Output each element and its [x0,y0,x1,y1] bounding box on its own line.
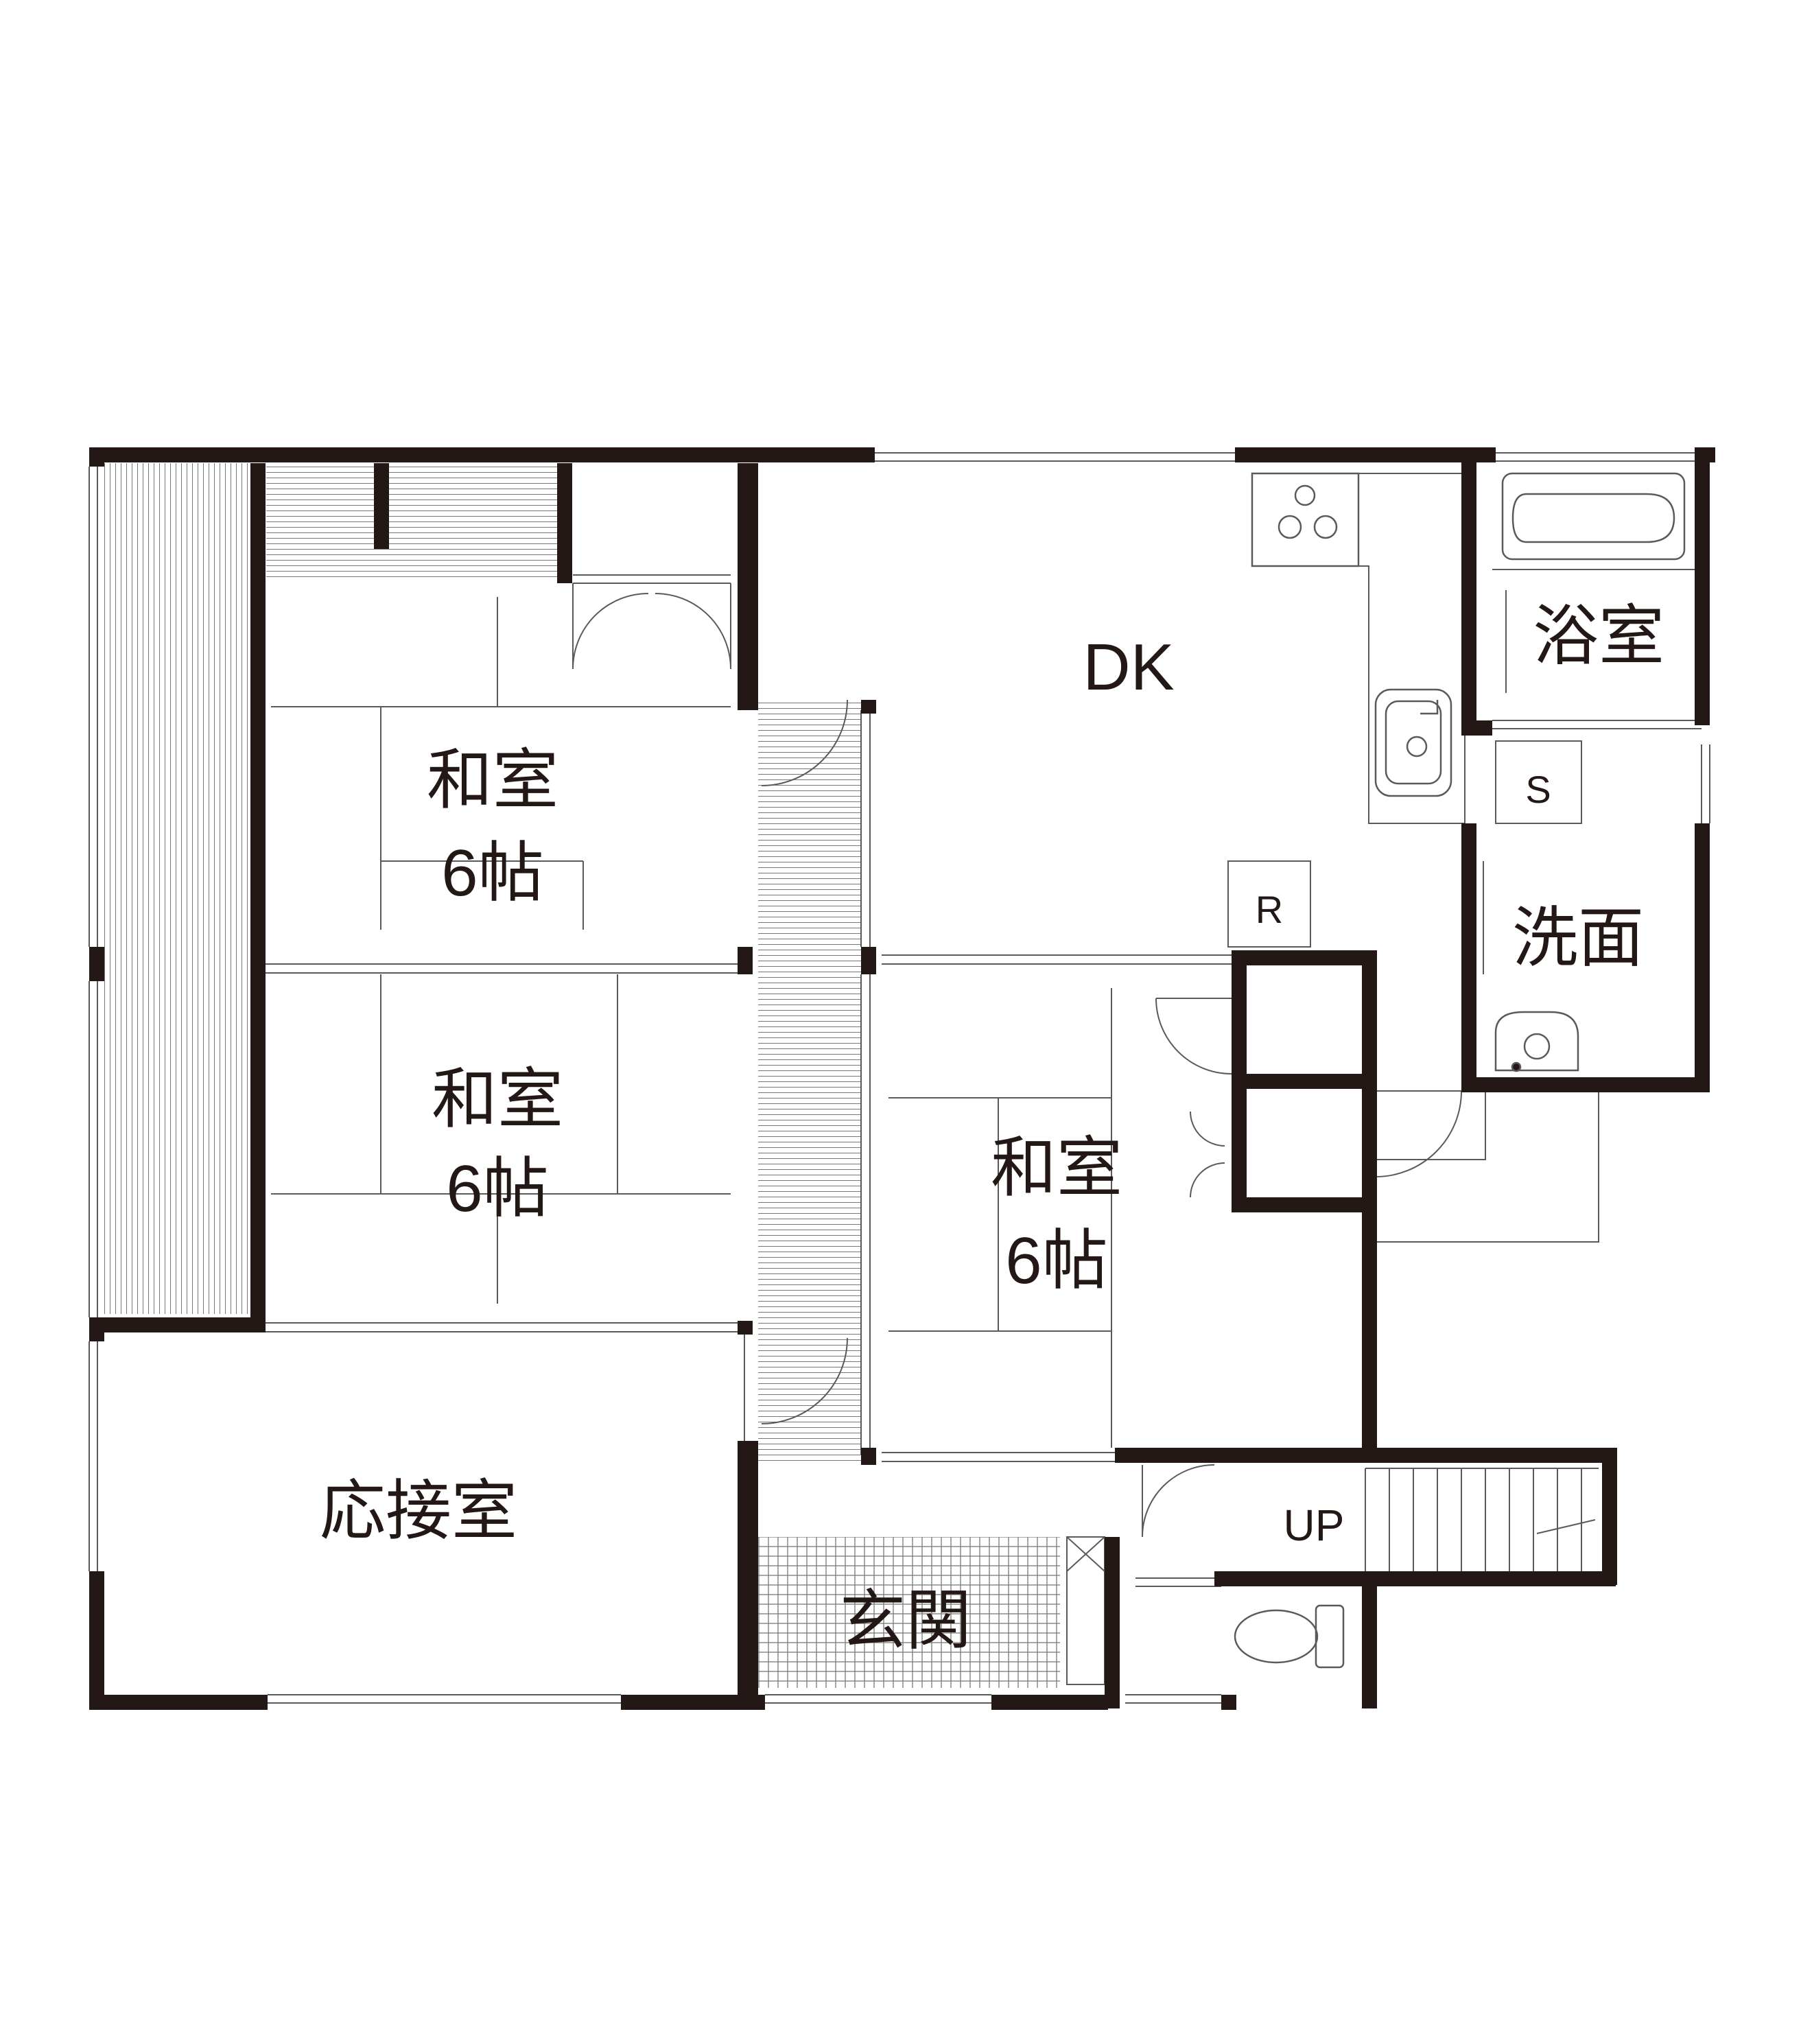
bathtub-icon [1501,472,1686,561]
room-dk-label: DK [1083,631,1174,704]
svg-text:和室: 和室 [991,1131,1122,1205]
engawa-center [758,700,861,1465]
room-bath-label: 浴室 [1533,600,1664,673]
kitchen-sink-icon [1374,688,1452,797]
refrigerator-label: R [1256,888,1283,931]
washbasin-icon [1494,1011,1579,1072]
svg-text:和室: 和室 [427,744,558,817]
toilet-icon [1234,1604,1345,1669]
room-washitsu-left-upper: 和室 6帖 [427,744,558,910]
stairs-up-label: UP [1284,1501,1345,1550]
svg-text:和室: 和室 [432,1063,563,1136]
room-entrance-label: 玄関 [840,1584,972,1658]
entrance-tiles [758,1537,1060,1688]
room-wash-label: 洗面 [1512,902,1644,975]
svg-text:6帖: 6帖 [446,1152,548,1225]
room-reception-label: 応接室 [320,1475,517,1548]
stove-icon [1251,472,1360,567]
engawa-left [103,463,250,1314]
walls [89,447,1715,1710]
closet-upper-left [266,465,558,581]
storage-label: S [1525,768,1551,811]
room-washitsu-left-lower: 和室 6帖 [432,1063,563,1225]
svg-text:6帖: 6帖 [1005,1224,1107,1297]
svg-text:6帖: 6帖 [441,836,543,910]
room-washitsu-center: 和室 6帖 [991,1131,1122,1297]
